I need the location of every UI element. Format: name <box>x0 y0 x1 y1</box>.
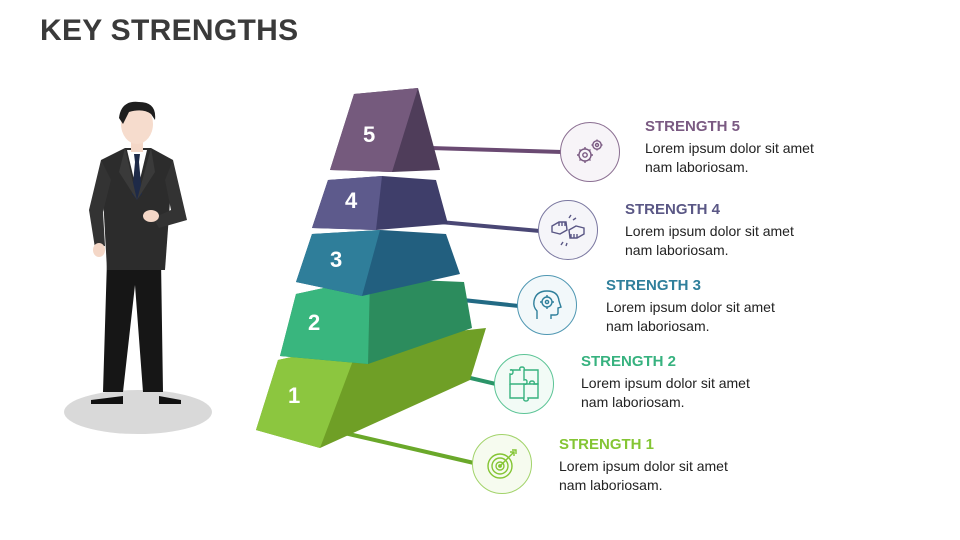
page-title: KEY STRENGTHS <box>40 14 299 47</box>
strength-3-desc-line-2: nam laboriosam. <box>606 318 710 334</box>
strength-5-heading: STRENGTH 5 <box>645 118 741 135</box>
strength-1-heading: STRENGTH 1 <box>559 436 655 453</box>
level-number-2: 2 <box>308 310 320 335</box>
strength-2-icon-circle <box>494 354 554 414</box>
level-number-1: 1 <box>288 383 300 408</box>
strength-5-icon-circle <box>560 122 620 182</box>
strength-4-desc-line-2: nam laboriosam. <box>625 242 729 258</box>
strength-5-description: Lorem ipsum dolor sit amet nam laboriosa… <box>645 139 875 177</box>
target-icon <box>487 449 517 479</box>
strength-3-text: STRENGTH 3 Lorem ipsum dolor sit amet na… <box>606 277 836 336</box>
level-number-4: 4 <box>345 188 358 213</box>
fist-bump-icon <box>551 214 585 247</box>
head-target-icon <box>533 290 562 319</box>
puzzle-icon <box>509 366 539 402</box>
connector-line-1 <box>339 430 475 465</box>
strength-3-description: Lorem ipsum dolor sit amet nam laboriosa… <box>606 298 836 336</box>
strength-4-description: Lorem ipsum dolor sit amet nam laboriosa… <box>625 222 855 260</box>
strength-1-desc-line-1: Lorem ipsum dolor sit amet <box>559 458 728 474</box>
businessman-illustration <box>64 101 212 434</box>
pyramid-diagram: 1 2 3 4 5 <box>256 88 486 448</box>
pyramid-level-3: 3 <box>296 230 460 296</box>
strength-2-desc-line-2: nam laboriosam. <box>581 394 685 410</box>
pyramid-level-5: 5 <box>330 88 440 172</box>
strength-5-desc-line-1: Lorem ipsum dolor sit amet <box>645 140 814 156</box>
strength-5-text: STRENGTH 5 Lorem ipsum dolor sit amet na… <box>645 118 875 177</box>
level-number-5: 5 <box>363 122 375 147</box>
level-number-3: 3 <box>330 247 342 272</box>
strength-3-icon-circle <box>517 275 577 335</box>
strength-2-description: Lorem ipsum dolor sit amet nam laboriosa… <box>581 374 811 412</box>
strength-4-text: STRENGTH 4 Lorem ipsum dolor sit amet na… <box>625 201 855 260</box>
connector-line-5 <box>429 146 563 154</box>
strength-1-description: Lorem ipsum dolor sit amet nam laboriosa… <box>559 457 789 495</box>
gears-icon <box>577 139 603 163</box>
strength-2-heading: STRENGTH 2 <box>581 353 677 370</box>
strength-1-desc-line-2: nam laboriosam. <box>559 477 663 493</box>
strength-5-desc-line-2: nam laboriosam. <box>645 159 749 175</box>
strength-3-desc-line-1: Lorem ipsum dolor sit amet <box>606 299 775 315</box>
pyramid-level-4: 4 <box>312 176 448 230</box>
strength-4-icon-circle <box>538 200 598 260</box>
pyramid-level-2: 2 <box>280 278 472 364</box>
strength-2-desc-line-1: Lorem ipsum dolor sit amet <box>581 375 750 391</box>
connector-line-4 <box>439 220 541 233</box>
strength-1-text: STRENGTH 1 Lorem ipsum dolor sit amet na… <box>559 436 789 495</box>
strength-4-heading: STRENGTH 4 <box>625 201 721 218</box>
strength-2-text: STRENGTH 2 Lorem ipsum dolor sit amet na… <box>581 353 811 412</box>
strength-3-heading: STRENGTH 3 <box>606 277 702 294</box>
strength-1-icon-circle <box>472 434 532 494</box>
strength-4-desc-line-1: Lorem ipsum dolor sit amet <box>625 223 794 239</box>
